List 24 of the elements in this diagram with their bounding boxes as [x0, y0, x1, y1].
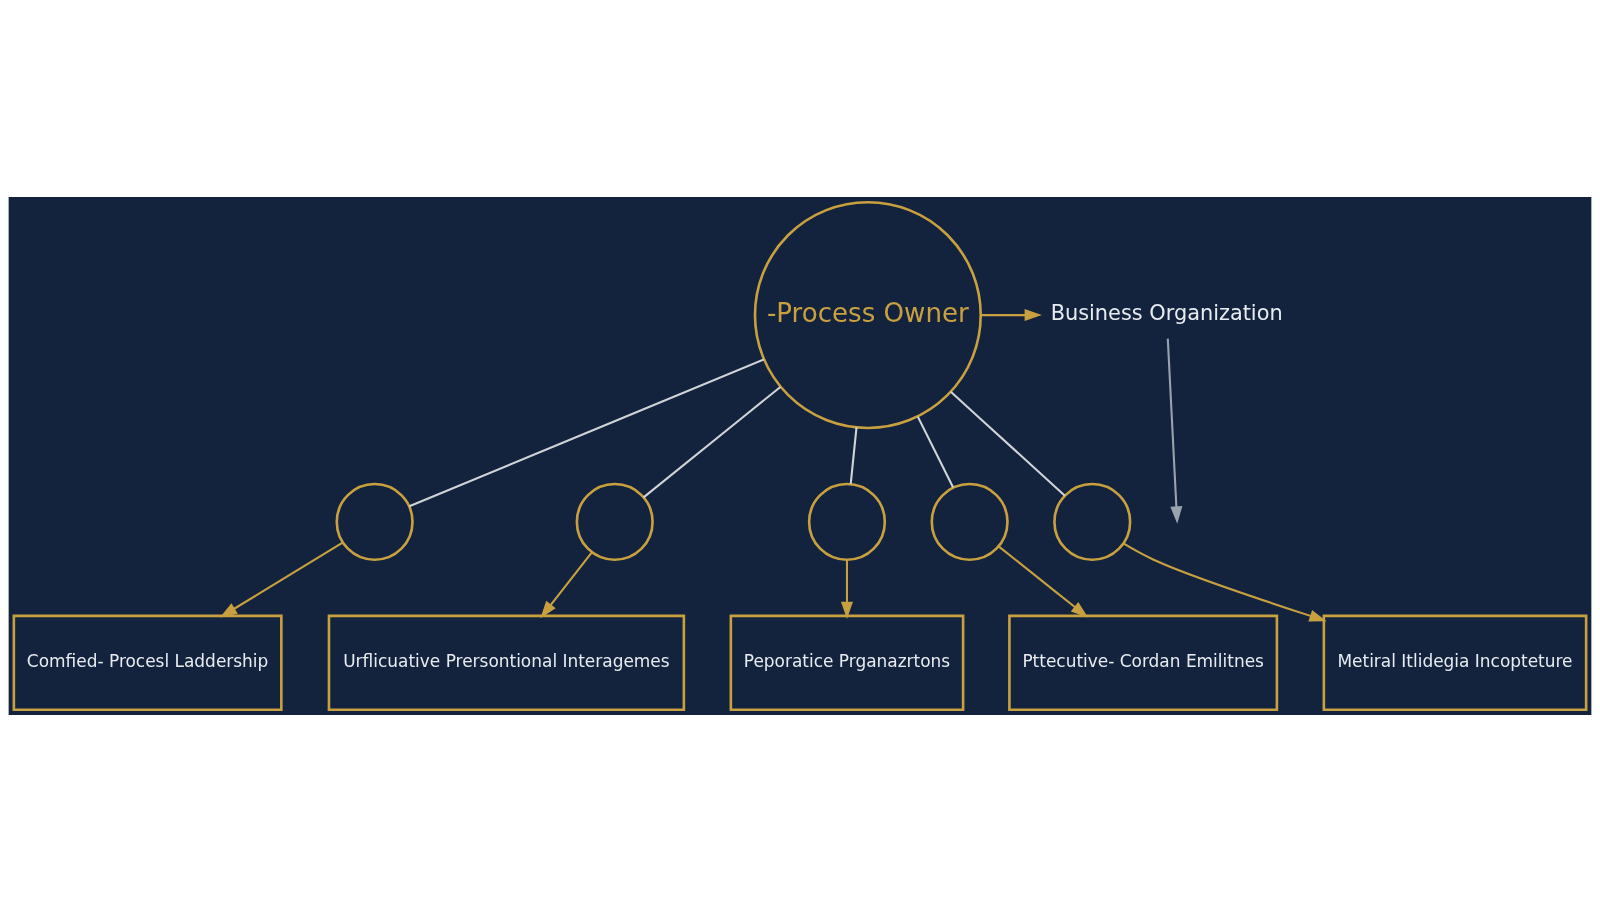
arrow	[540, 551, 593, 619]
node-circle	[930, 482, 1009, 562]
connector	[950, 391, 1066, 497]
arrow	[981, 309, 1042, 322]
node-box: Metiral Itlidegia Incopteture	[1322, 614, 1588, 712]
node-text: Business Organization	[1050, 301, 1283, 326]
node-circle	[575, 482, 654, 562]
node-box: Pttecutive- Cordan Emilitnes	[1008, 614, 1279, 712]
arrow	[1122, 542, 1327, 622]
node-box: Comfied- Procesl Laddership	[12, 614, 283, 712]
node-box: Urflicuative Prersontional Interagemes	[327, 614, 686, 712]
connector	[916, 416, 955, 488]
node-circle	[807, 482, 887, 562]
connector	[409, 358, 765, 508]
connector	[642, 386, 782, 499]
arrow	[1166, 338, 1183, 524]
node-circle	[1053, 482, 1132, 562]
connector	[849, 427, 858, 484]
node-box: Peporatice Prganazrtons	[729, 614, 965, 712]
arrow	[219, 541, 344, 618]
node-circle: -Process Owner	[753, 200, 982, 430]
arrow	[998, 545, 1089, 618]
node-circle	[335, 482, 414, 562]
arrow	[840, 559, 853, 619]
